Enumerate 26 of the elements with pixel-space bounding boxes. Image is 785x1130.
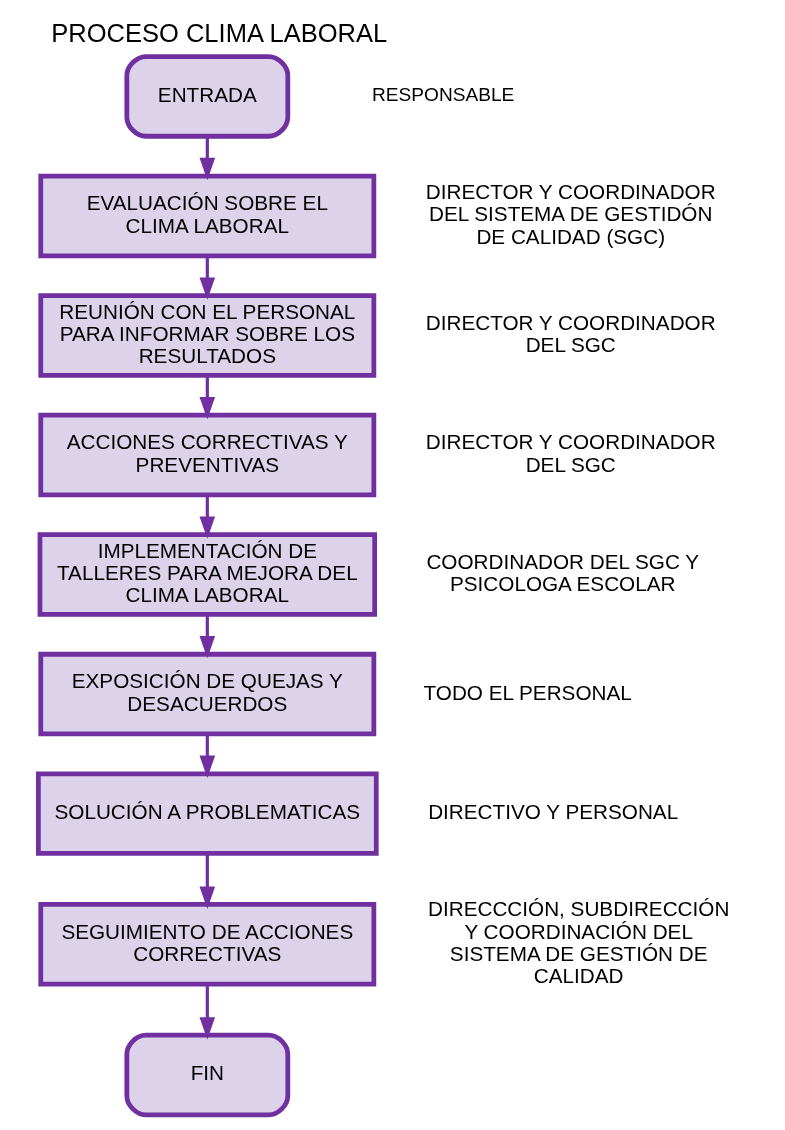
node-box: FIN xyxy=(123,1032,290,1118)
node-box: EXPOSICIÓN DE QUEJAS Y DESACUERDOS xyxy=(37,651,376,737)
node-label: DIRECCCIÓN, SUBDIRECCIÓN Y COORDINACIÓN DEL SISTEMA DE GESTIÓN DE CALIDAD xyxy=(427,897,729,988)
node-box: ENTRADA xyxy=(123,54,290,139)
arrow xyxy=(199,136,215,181)
node-box: IMPLEMENTACIÓN DE TALLERES PARA MEJORA DEL CLIMA LABORAL xyxy=(37,532,377,617)
arrow xyxy=(199,734,215,778)
arrow xyxy=(199,375,215,420)
arrow xyxy=(199,256,215,300)
node-box: EVALUACIÓN SOBRE EL CLIMA LABORAL xyxy=(37,173,376,259)
node-label: COORDINADOR DEL SGC Y PSICOLOGA ESCOLAR xyxy=(425,549,699,596)
node-label: DIRECTOR Y COORDINADOR DEL SISTEMA DE GESTIDÓN DE CALIDAD (SGC) xyxy=(425,180,716,248)
node-label: DIRECTOR Y COORDINADOR DEL SGC xyxy=(425,310,716,357)
node-label: DIRECTIVO Y PERSONAL xyxy=(427,800,678,824)
node-label: DIRECTOR Y COORDINADOR DEL SGC xyxy=(425,430,716,476)
node-box: SOLUCIÓN A PROBLEMATICAS xyxy=(35,771,379,856)
node-box: ACCIONES CORRECTIVAS Y PREVENTIVAS xyxy=(37,412,376,498)
arrow xyxy=(199,984,215,1040)
node-label: TODO EL PERSONAL xyxy=(423,680,632,704)
label: RESPONSABLE xyxy=(371,84,514,106)
node-box: REUNIÓN CON EL PERSONAL PARA INFORMAR SOBRE LOS RESULTADOS xyxy=(37,293,376,378)
node-box: SEGUIMIENTO DE ACCIONES CORRECTIVAS xyxy=(37,902,376,987)
arrow xyxy=(199,853,215,909)
arrow xyxy=(199,495,215,539)
diagram-title: PROCESO CLIMA LABORAL xyxy=(50,18,387,47)
arrow xyxy=(199,614,215,659)
